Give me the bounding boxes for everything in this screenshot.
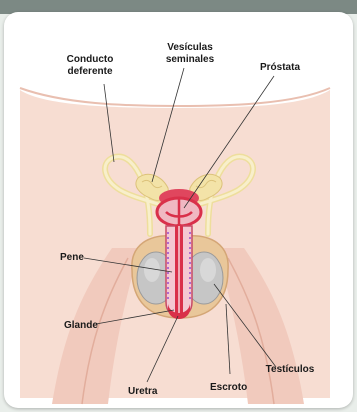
label-vesiculas-2: seminales (166, 54, 215, 65)
label-vesiculas-1: Vesículas (167, 42, 213, 53)
label-pene: Pene (60, 252, 84, 263)
label-testiculos: Testículos (266, 364, 315, 375)
label-glande: Glande (64, 320, 98, 331)
label-conducto-1: Conducto (67, 54, 114, 65)
label-uretra: Uretra (128, 386, 158, 397)
label-escroto: Escroto (210, 382, 247, 393)
diagram-card: Conducto deferente Vesículas seminales P… (4, 12, 353, 408)
label-conducto-2: deferente (67, 66, 112, 77)
label-prostata: Próstata (260, 62, 300, 73)
male-reproductive-diagram: Conducto deferente Vesículas seminales P… (4, 12, 353, 408)
prostate (157, 189, 201, 226)
